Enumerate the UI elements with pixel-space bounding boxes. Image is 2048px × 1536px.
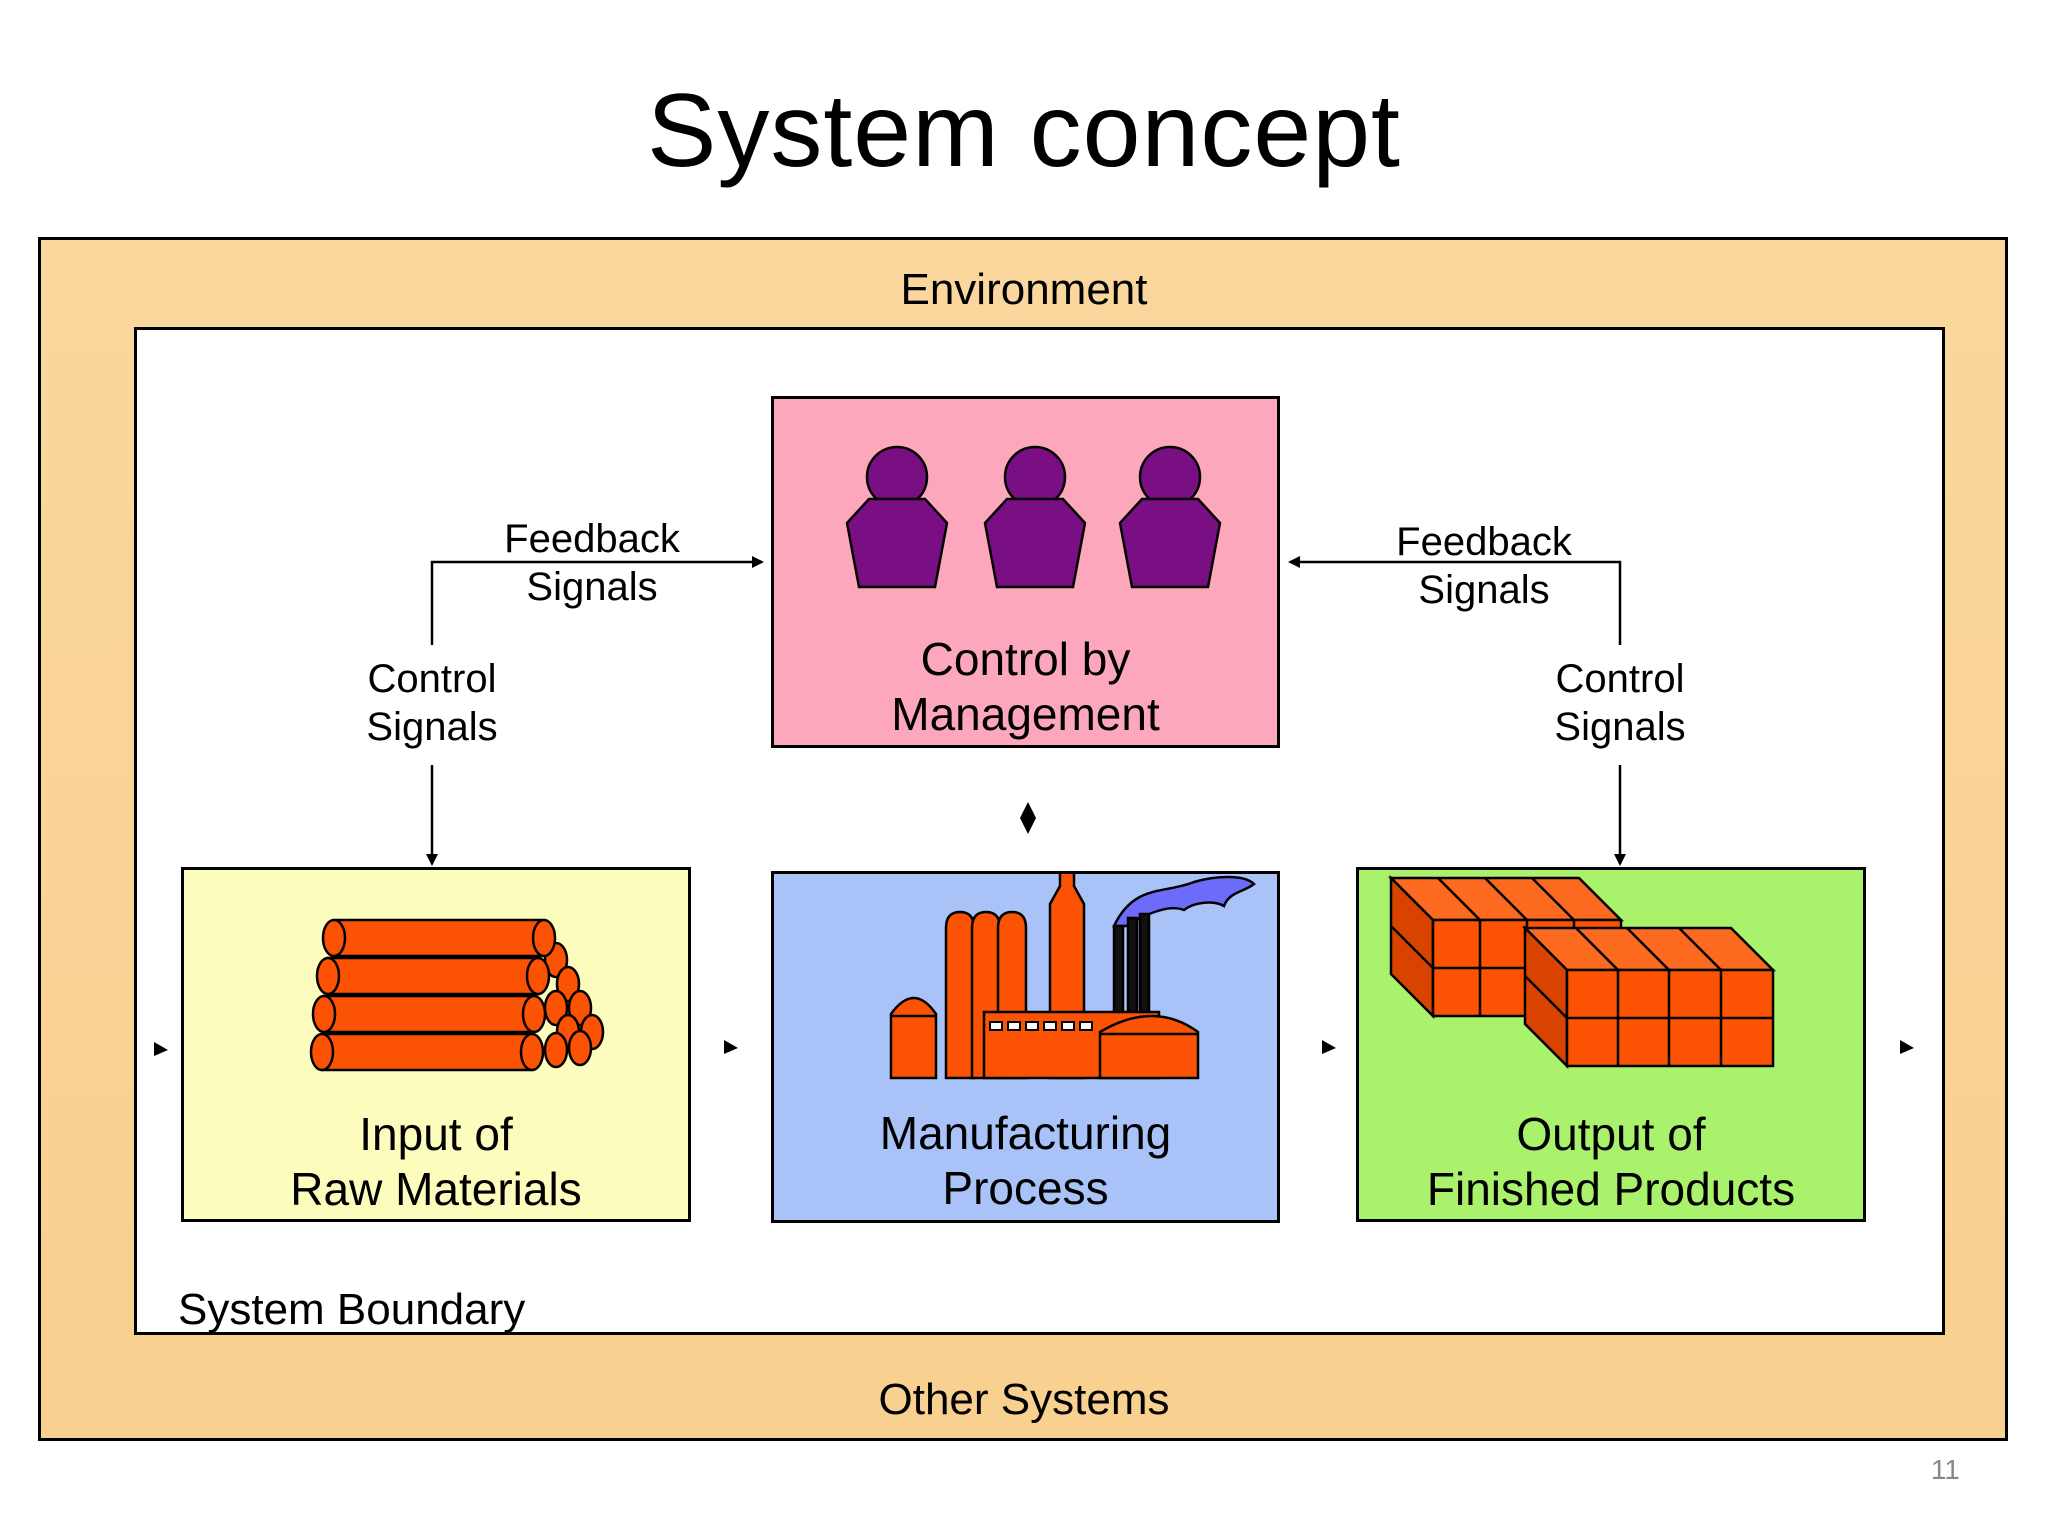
person-icon [983,445,1087,589]
person-icon [845,445,949,589]
left-control-label-line1: Control [367,657,497,701]
management-box: Control by Management [771,396,1280,748]
manufacturing-box: Manufacturing Process [771,871,1280,1223]
factory-icon [889,874,1256,1080]
input-label-line2: Raw Materials [290,1163,582,1215]
other-systems-label: Other Systems [878,1375,1170,1424]
flow-arrowhead [1322,1040,1336,1054]
slide-title: System concept [647,73,1401,189]
people-icon [845,445,1222,589]
left-control-label-line2: Signals [366,705,498,749]
right-feedback-label-line2: Signals [1418,568,1550,612]
flow-arrowhead [724,1040,738,1054]
system-boundary-label: System Boundary [178,1285,526,1334]
output-label-line1: Output of [1516,1108,1706,1160]
right-feedback-arrow [1288,556,1622,645]
right-control-label-line1: Control [1555,657,1685,701]
input-box: Input of Raw Materials [181,867,691,1222]
person-icon [1118,445,1222,589]
manufacturing-label-line2: Process [942,1162,1109,1214]
right-control-label-line2: Signals [1554,705,1686,749]
crates-icon [1387,874,1777,1070]
input-label-line1: Input of [359,1108,513,1160]
flow-arrowhead [1900,1040,1914,1054]
left-feedback-arrow [430,556,764,645]
left-feedback-label-line2: Signals [526,565,658,609]
flow-arrowhead [154,1042,168,1056]
left-feedback-label-line1: Feedback [504,517,680,561]
manufacturing-label-line1: Manufacturing [879,1107,1172,1159]
logs-icon [309,918,605,1072]
page-number: 11 [1930,1454,1960,1485]
environment-label: Environment [900,265,1148,314]
output-label-line2: Finished Products [1426,1163,1796,1215]
management-label-line2: Management [891,688,1160,740]
output-box: Output of Finished Products [1356,867,1866,1222]
diamond-marker [1020,802,1036,834]
management-label-line1: Control by [920,633,1131,685]
right-feedback-label-line1: Feedback [1396,520,1572,564]
